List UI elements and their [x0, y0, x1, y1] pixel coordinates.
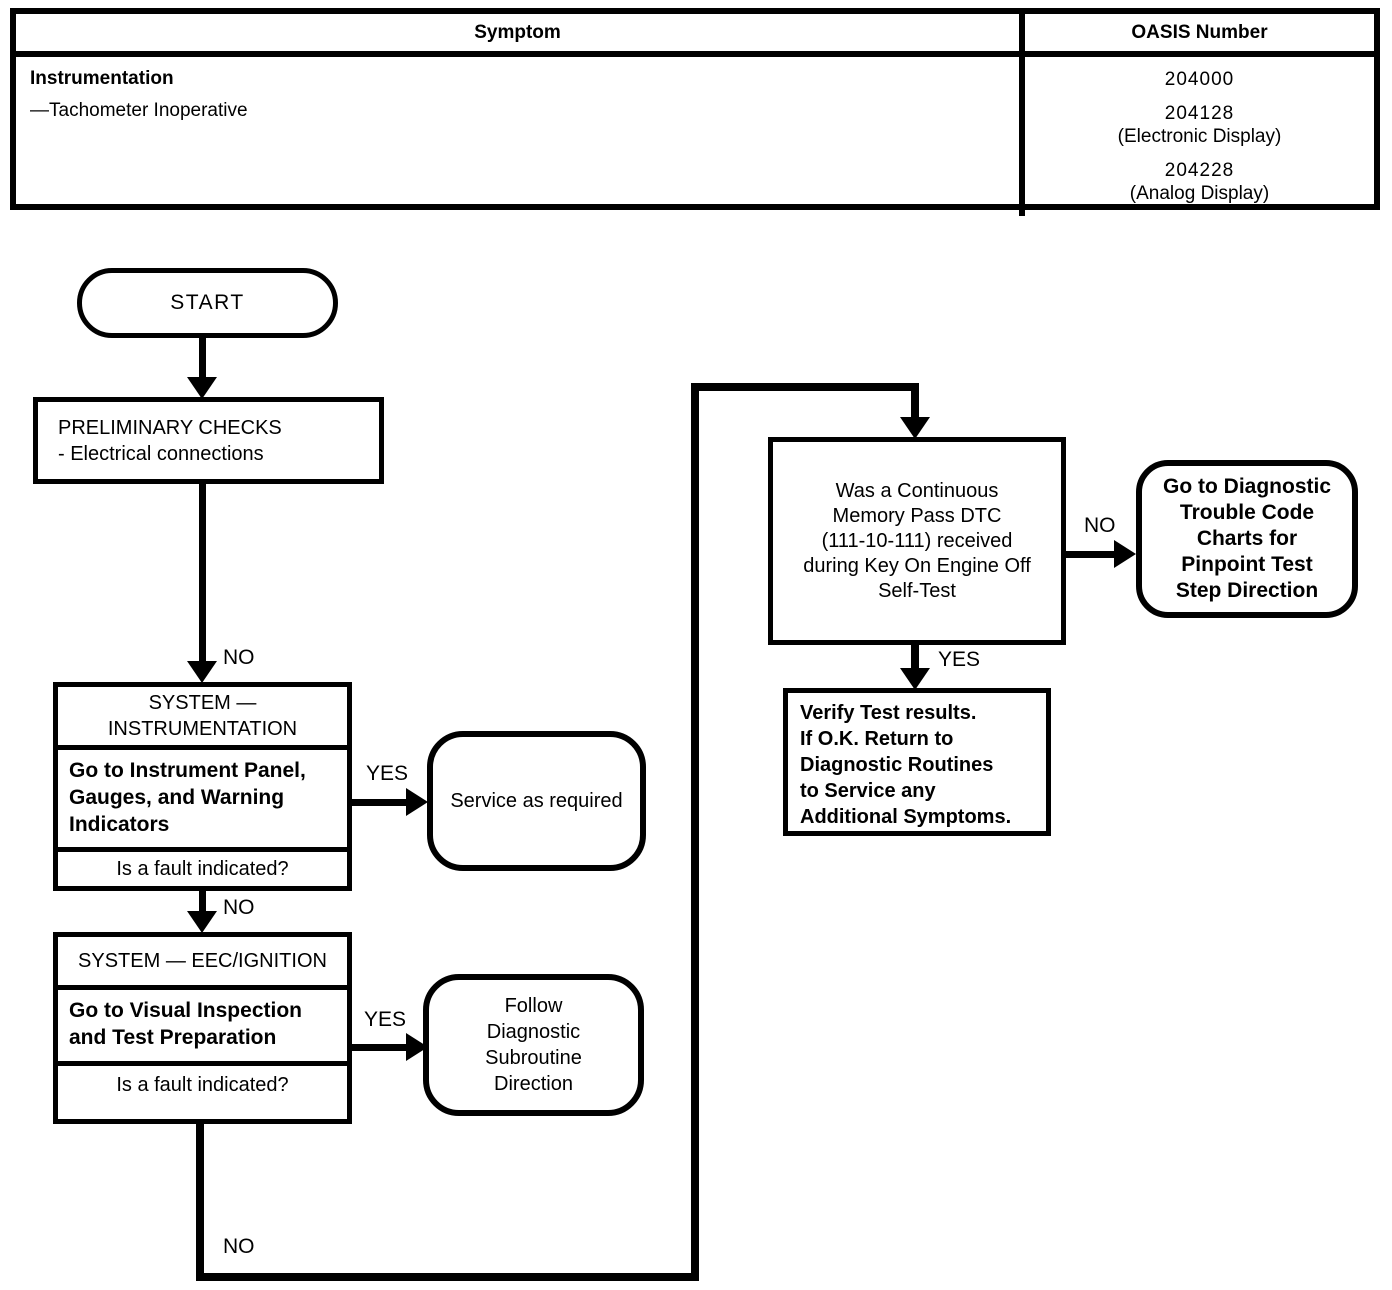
edge-eec-continuous-arrowhead-icon — [900, 417, 930, 439]
symptom-oasis-table: Symptom OASIS Number Instrumentation —Ta… — [10, 8, 1380, 216]
oasis-cell: 204000 204128 (Electronic Display) 20422… — [1025, 57, 1374, 216]
edge-continuous-dtc-line — [1066, 551, 1116, 558]
dtc-charts-node: Go to Diagnostic Trouble Code Charts for… — [1136, 460, 1358, 618]
table-header-row: Symptom OASIS Number — [16, 14, 1374, 57]
system-eec-ignition-action: Go to Visual Inspection and Test Prepara… — [58, 985, 347, 1061]
continuous-memory-dtc-node: Was a Continuous Memory Pass DTC (111-10… — [768, 437, 1066, 645]
oasis-number: 204128 — [1164, 103, 1235, 124]
oasis-number: 204000 — [1164, 69, 1235, 90]
edge-label-yes: YES — [364, 1008, 407, 1031]
start-node: START — [77, 268, 338, 338]
system-instrumentation-question: Is a fault indicated? — [58, 847, 347, 886]
edge-continuous-verify-arrowhead-icon — [900, 668, 930, 690]
edge-preliminary-instrumentation-line — [199, 483, 206, 663]
symptom-cell: Instrumentation —Tachometer Inoperative — [16, 57, 1025, 216]
system-eec-ignition-node: SYSTEM — EEC/IGNITION Go to Visual Inspe… — [53, 932, 352, 1124]
follow-diagnostic-subroutine-node: Follow Diagnostic Subroutine Direction — [423, 974, 644, 1116]
system-eec-ignition-question: Is a fault indicated? — [58, 1061, 347, 1119]
service-as-required-node: Service as required — [427, 731, 646, 871]
preliminary-checks-node: PRELIMINARY CHECKS - Electrical connecti… — [33, 397, 384, 484]
edge-preliminary-instrumentation-arrowhead-icon — [187, 661, 217, 683]
edge-start-preliminary-arrowhead-icon — [187, 377, 217, 399]
symptom-item: —Tachometer Inoperative — [30, 100, 248, 121]
system-instrumentation-node: SYSTEM — INSTRUMENTATION Go to Instrumen… — [53, 682, 352, 891]
edge-instrumentation-service-arrowhead-icon — [406, 788, 428, 816]
edge-eec-continuous-line-drop — [911, 383, 919, 419]
oasis-number: 204228 — [1164, 160, 1235, 181]
edge-continuous-dtc-arrowhead-icon — [1114, 540, 1136, 568]
verify-test-results-node: Verify Test results. If O.K. Return to D… — [783, 688, 1051, 836]
edge-eec-continuous-line-up — [691, 383, 699, 1281]
edge-instrumentation-eec-arrowhead-icon — [187, 911, 217, 933]
edge-label-no: NO — [1084, 514, 1116, 537]
edge-label-no: NO — [223, 646, 255, 669]
system-instrumentation-action: Go to Instrument Panel, Gauges, and Warn… — [58, 745, 347, 847]
edge-eec-continuous-line-bottom — [196, 1273, 699, 1281]
edge-eec-continuous-line-top — [691, 383, 919, 391]
edge-eec-follow-arrowhead-icon — [406, 1033, 428, 1061]
edge-label-yes: YES — [938, 648, 981, 671]
edge-instrumentation-service-line — [352, 799, 408, 806]
oasis-column-header: OASIS Number — [1131, 21, 1268, 43]
symptom-column-header: Symptom — [16, 14, 1025, 51]
system-eec-ignition-header: SYSTEM — EEC/IGNITION — [78, 950, 327, 972]
oasis-entry: 204228 (Analog Display) — [1130, 159, 1269, 205]
oasis-entry: 204128 (Electronic Display) — [1118, 102, 1282, 148]
edge-eec-continuous-line-down — [196, 1124, 204, 1281]
edge-instrumentation-eec-line — [199, 891, 206, 913]
oasis-note: (Analog Display) — [1129, 183, 1270, 204]
system-instrumentation-header: SYSTEM — INSTRUMENTATION — [107, 692, 298, 740]
edge-label-no: NO — [223, 1235, 255, 1258]
edge-label-yes: YES — [366, 762, 409, 785]
edge-start-preliminary-line — [199, 335, 206, 379]
symptom-category: Instrumentation — [30, 68, 174, 89]
edge-eec-follow-line — [352, 1044, 408, 1051]
edge-continuous-verify-line — [911, 644, 919, 672]
oasis-note: (Electronic Display) — [1117, 126, 1282, 147]
oasis-entry: 204000 — [1165, 68, 1234, 91]
edge-label-no: NO — [223, 896, 255, 919]
table-body-row: Instrumentation —Tachometer Inoperative … — [16, 57, 1374, 216]
